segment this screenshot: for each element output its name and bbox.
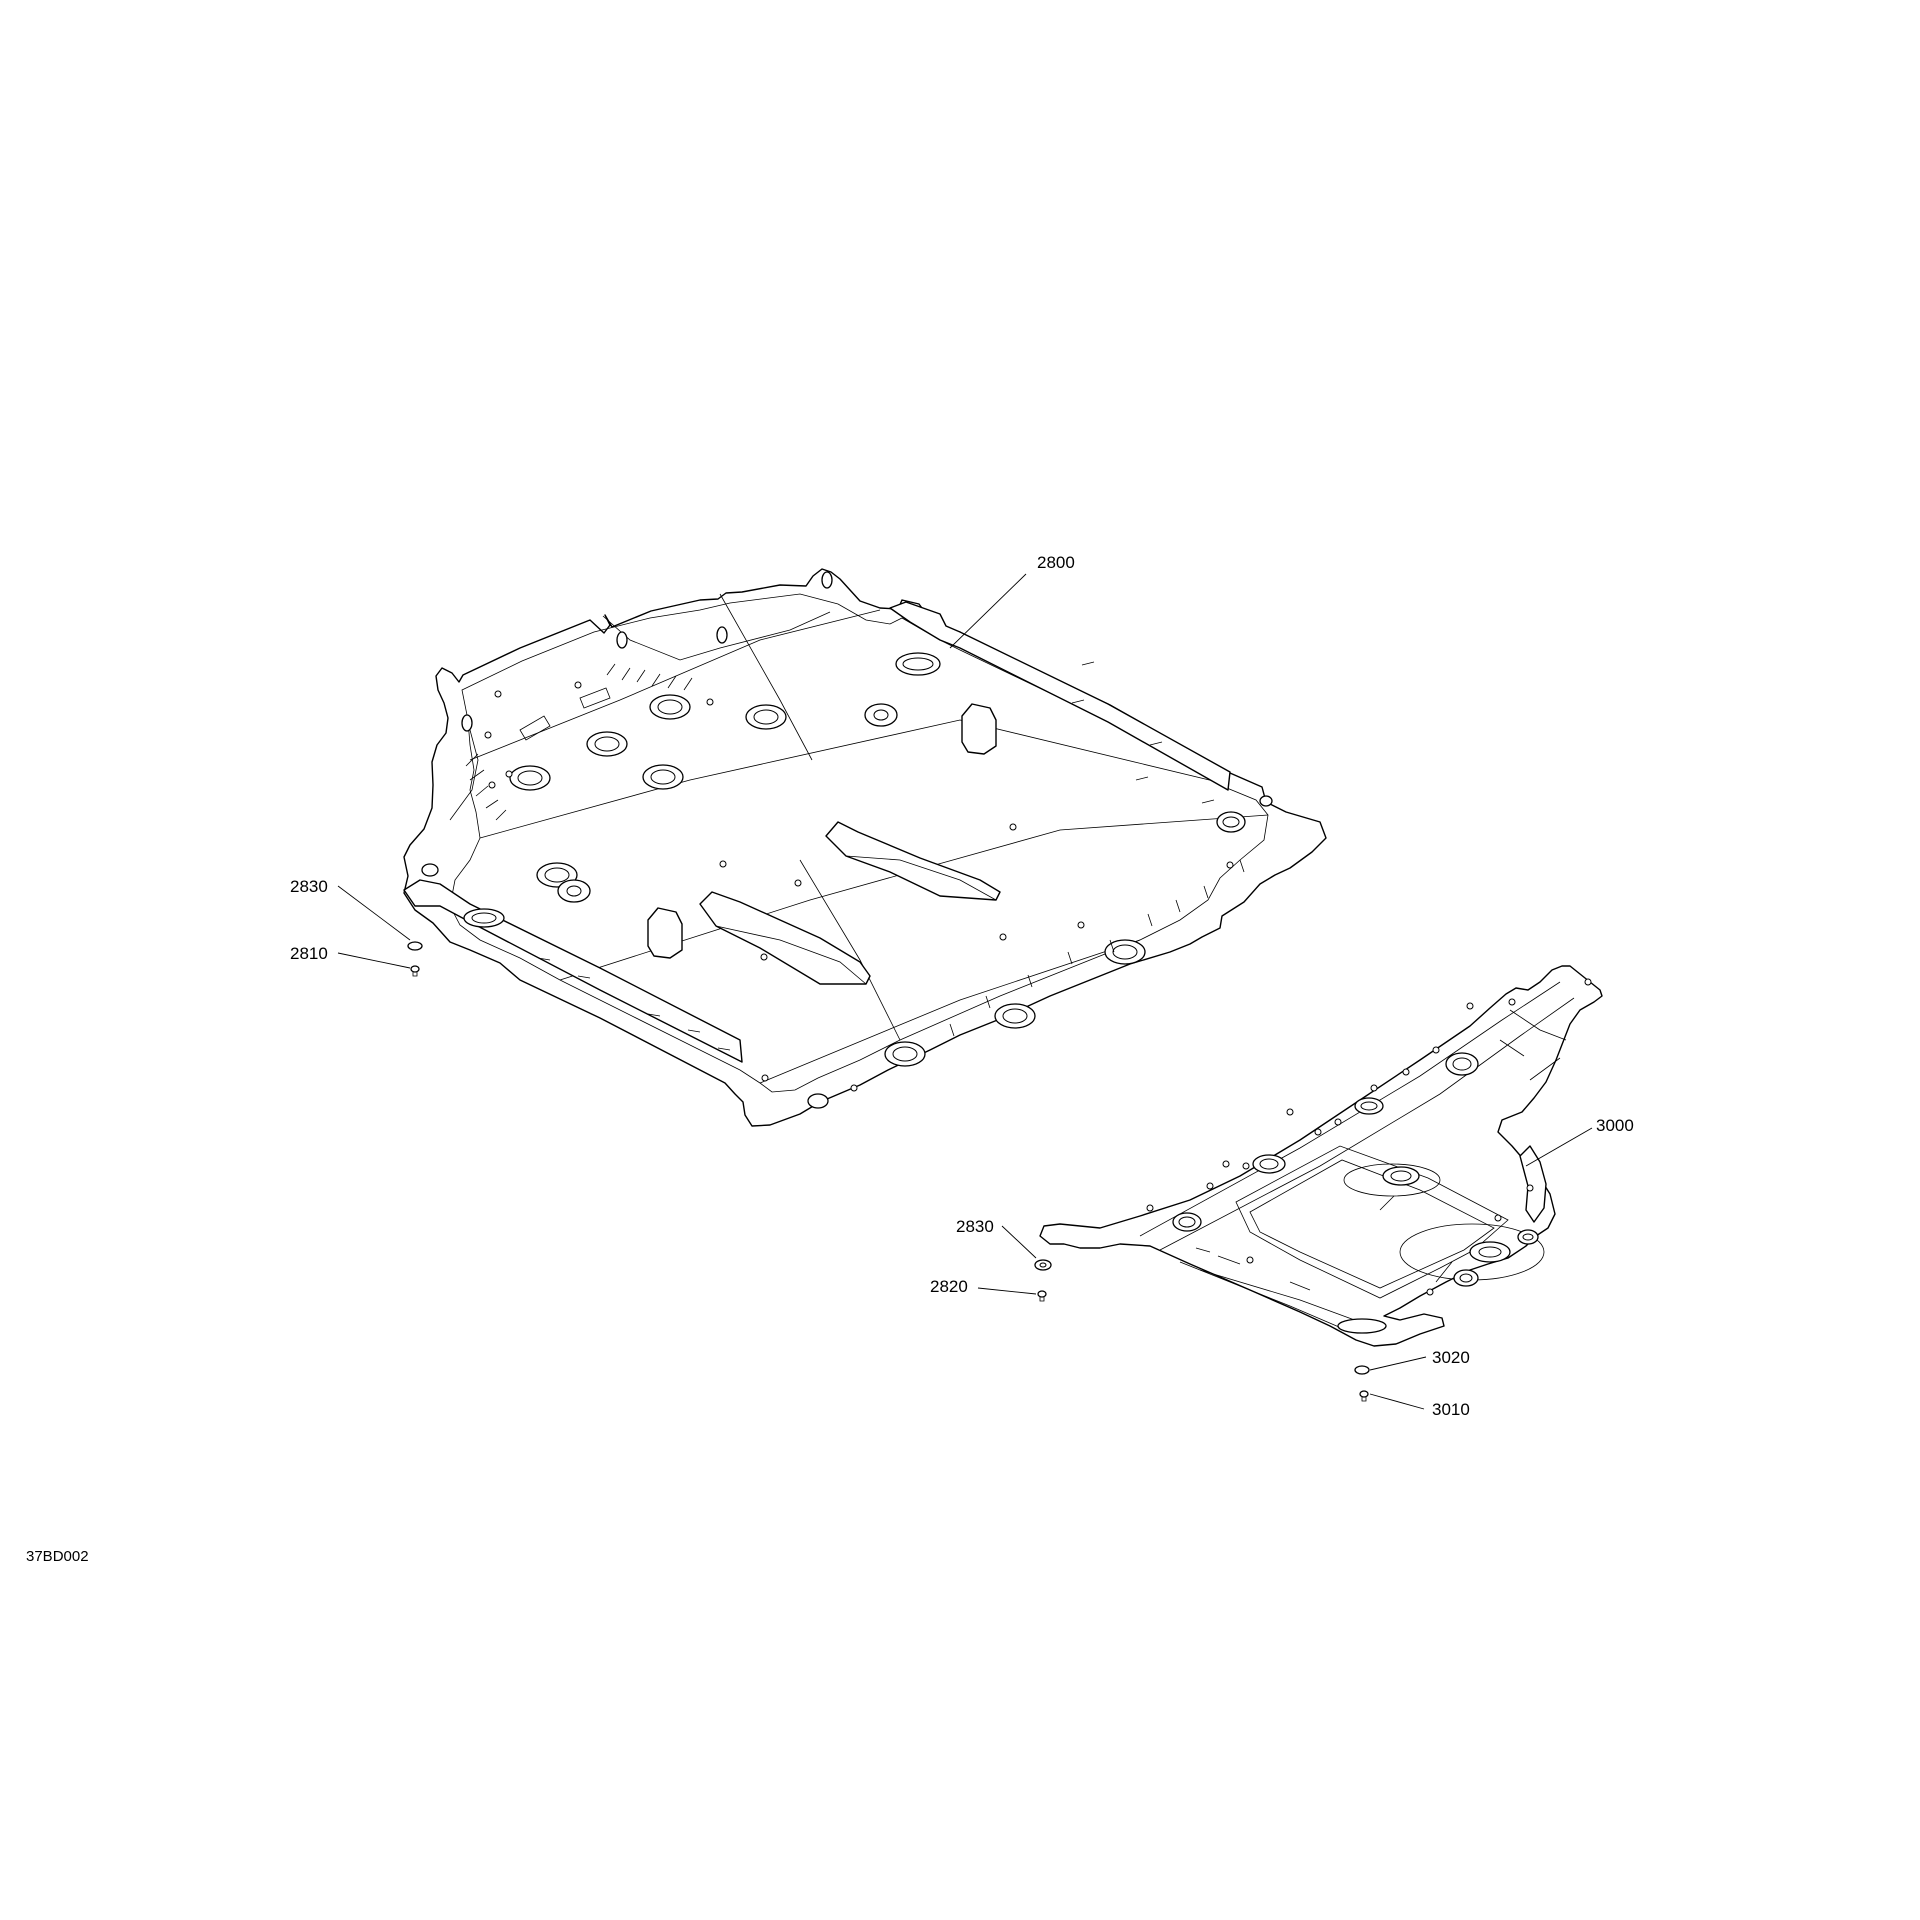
washer-2830-right <box>1034 1259 1052 1271</box>
callout-3010: 3010 <box>1432 1400 1470 1419</box>
callout-2820: 2820 <box>930 1277 968 1296</box>
skid-plate-front-holes <box>421 571 1273 1109</box>
callout-2830-right: 2830 <box>956 1217 994 1236</box>
screw-2810 <box>410 965 420 977</box>
screw-2820 <box>1037 1290 1047 1302</box>
callout-2800: 2800 <box>1037 553 1075 572</box>
leader-lines <box>337 573 1593 1410</box>
callout-labels: 2800 2830 2810 3000 2830 2820 3020 3010 … <box>26 553 1634 1565</box>
drawing-id: 37BD002 <box>26 1548 89 1565</box>
callout-2830-left: 2830 <box>290 877 328 896</box>
skid-plate-front-slots <box>465 661 1245 1092</box>
callout-2810: 2810 <box>290 944 328 963</box>
skid-plate-front <box>403 568 1327 1127</box>
washer-3020 <box>1354 1365 1370 1375</box>
skid-plate-rear <box>1039 965 1603 1347</box>
screw-3010 <box>1359 1390 1369 1402</box>
washer-2830-left <box>407 941 423 951</box>
skid-plate-rear-holes <box>1146 978 1592 1334</box>
callout-3020: 3020 <box>1432 1348 1470 1367</box>
callout-3000: 3000 <box>1596 1116 1634 1135</box>
